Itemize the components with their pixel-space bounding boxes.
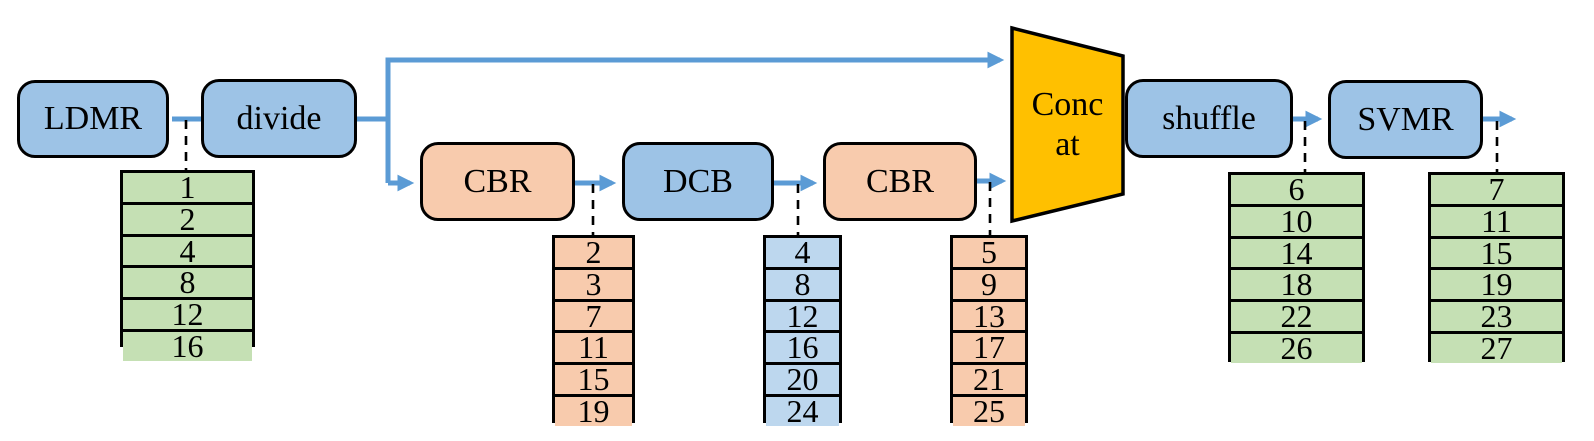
index-cell: 10	[1231, 203, 1362, 237]
index-cell: 15	[555, 362, 632, 395]
index-cell: 21	[953, 362, 1025, 395]
index-cell: 15	[1431, 235, 1562, 268]
index-cell: 17	[953, 330, 1025, 363]
index-cell: 1	[123, 171, 252, 203]
concat-shape	[1010, 25, 1125, 224]
index-cell: 18	[1231, 267, 1362, 300]
concat-label-line1: Conc	[1031, 85, 1104, 123]
index-cell: 7	[555, 298, 632, 331]
index-table-dcb: 4 8 12 16 20 24	[763, 235, 842, 427]
index-cell: 19	[555, 393, 632, 427]
block-svmr-label: SVMR	[1357, 100, 1454, 138]
index-table-ldmr: 1 2 4 8 12 16	[120, 170, 255, 362]
index-cell: 6	[1231, 173, 1362, 205]
index-cell: 26	[1231, 330, 1362, 364]
index-cell: 16	[123, 328, 252, 362]
index-cell: 19	[1431, 267, 1562, 300]
index-table-cbr1: 2 3 7 11 15 19	[552, 235, 635, 427]
index-cell: 14	[1231, 235, 1362, 268]
index-cell: 2	[123, 201, 252, 235]
index-cell: 25	[953, 393, 1025, 427]
index-cell: 12	[123, 297, 252, 330]
index-cell: 8	[766, 266, 839, 300]
index-cell: 7	[1431, 173, 1562, 205]
block-divide-label: divide	[236, 99, 322, 137]
index-cell: 22	[1231, 299, 1362, 332]
block-cbr2: CBR	[823, 142, 977, 221]
block-dcb-label: DCB	[663, 162, 733, 200]
index-cell: 23	[1431, 299, 1562, 332]
index-cell: 11	[1431, 203, 1562, 237]
index-cell: 5	[953, 236, 1025, 268]
index-cell: 4	[766, 236, 839, 268]
block-divide: divide	[201, 79, 357, 158]
index-cell: 9	[953, 266, 1025, 300]
block-dcb: DCB	[622, 142, 774, 221]
block-svmr: SVMR	[1328, 80, 1483, 159]
index-table-svmr: 7 11 15 19 23 27	[1428, 172, 1565, 364]
index-cell: 16	[766, 330, 839, 363]
block-cbr1: CBR	[420, 142, 575, 221]
block-shuffle-label: shuffle	[1162, 99, 1256, 137]
index-cell: 8	[123, 265, 252, 298]
block-shuffle: shuffle	[1125, 79, 1293, 158]
block-ldmr-label: LDMR	[43, 100, 143, 137]
block-cbr2-label: CBR	[865, 162, 935, 200]
index-cell: 24	[766, 393, 839, 427]
block-ldmr: LDMR	[17, 80, 169, 158]
index-cell: 13	[953, 298, 1025, 331]
index-cell: 11	[555, 330, 632, 363]
index-cell: 12	[766, 298, 839, 331]
arrow-top-bypass	[385, 51, 1005, 183]
index-cell: 20	[766, 362, 839, 395]
index-cell: 2	[555, 236, 632, 268]
block-concat-label: Conc at	[1012, 72, 1123, 178]
concat-label-line2: at	[1055, 126, 1080, 163]
index-table-cbr2: 5 9 13 17 21 25	[950, 235, 1028, 427]
index-table-shuffle: 6 10 14 18 22 26	[1228, 172, 1365, 364]
block-cbr1-label: CBR	[463, 162, 532, 200]
index-cell: 3	[555, 266, 632, 300]
index-cell: 4	[123, 233, 252, 266]
index-cell: 27	[1431, 330, 1562, 364]
